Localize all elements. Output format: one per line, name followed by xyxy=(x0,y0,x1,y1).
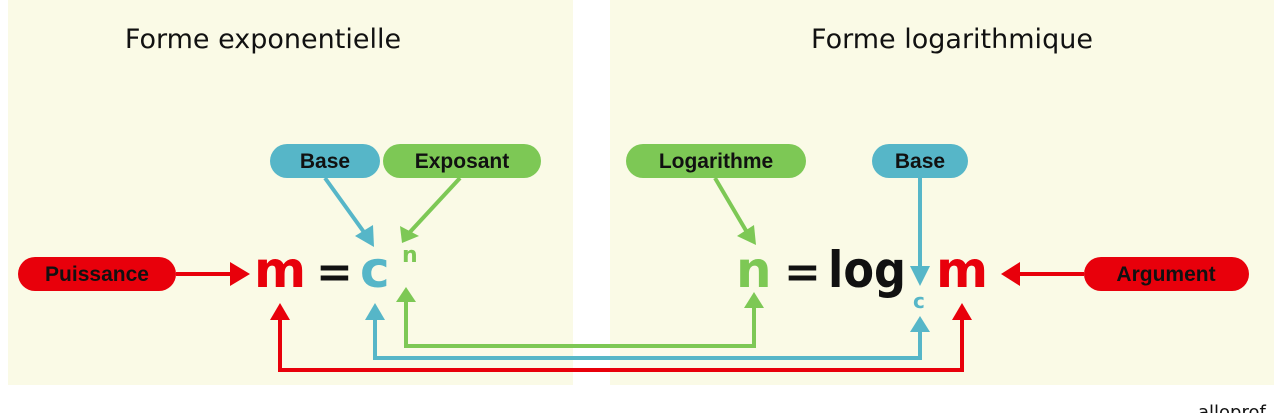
arrowhead-icon xyxy=(396,287,416,302)
equals-sign: = xyxy=(784,247,821,298)
base-label-right: Base xyxy=(872,144,968,178)
base-label-left: Base xyxy=(270,144,380,178)
left-title: Forme exponentielle xyxy=(125,24,401,55)
label-arrows xyxy=(176,176,1084,286)
svg-text:Base: Base xyxy=(300,150,350,173)
exponent-n: n xyxy=(402,243,418,268)
svg-text:Logarithme: Logarithme xyxy=(659,150,773,173)
base-c: c xyxy=(360,241,390,299)
arrowhead-icon xyxy=(400,226,419,243)
logarithm-n: n xyxy=(736,241,772,299)
svg-text:Exposant: Exposant xyxy=(415,150,510,173)
svg-text:Argument: Argument xyxy=(1116,263,1215,286)
arrowhead-icon xyxy=(910,316,930,332)
arrowhead-icon xyxy=(744,292,764,308)
exponential-equation: m = c n xyxy=(254,241,418,299)
argument-m: m xyxy=(936,241,988,299)
power-label: Puissance xyxy=(18,257,176,291)
argument-label: Argument xyxy=(1084,257,1249,291)
power-m: m xyxy=(254,241,306,299)
logarithmic-equation: n = log c m xyxy=(736,241,988,313)
svg-text:Puissance: Puissance xyxy=(45,263,149,286)
logarithm-label: Logarithme xyxy=(626,144,806,178)
equals-sign: = xyxy=(316,247,353,298)
alloprof-logo: alloprof xyxy=(1198,402,1266,413)
base-subscript-c: c xyxy=(913,289,925,313)
arrowhead-icon xyxy=(230,262,250,286)
arrowhead-icon xyxy=(365,303,385,320)
connector-arrows xyxy=(270,287,972,372)
arrowhead-icon xyxy=(737,225,756,245)
arrowhead-icon xyxy=(1001,262,1020,286)
arrowhead-icon xyxy=(270,303,290,320)
arrowhead-icon xyxy=(355,225,374,247)
right-panel xyxy=(610,0,1274,385)
svg-text:Base: Base xyxy=(895,150,945,173)
exponent-label: Exposant xyxy=(383,144,541,178)
log-text: log xyxy=(828,241,906,299)
arrowhead-icon xyxy=(952,303,972,320)
arrowhead-icon xyxy=(910,266,930,286)
right-title: Forme logarithmique xyxy=(811,24,1093,55)
left-panel xyxy=(8,0,573,385)
